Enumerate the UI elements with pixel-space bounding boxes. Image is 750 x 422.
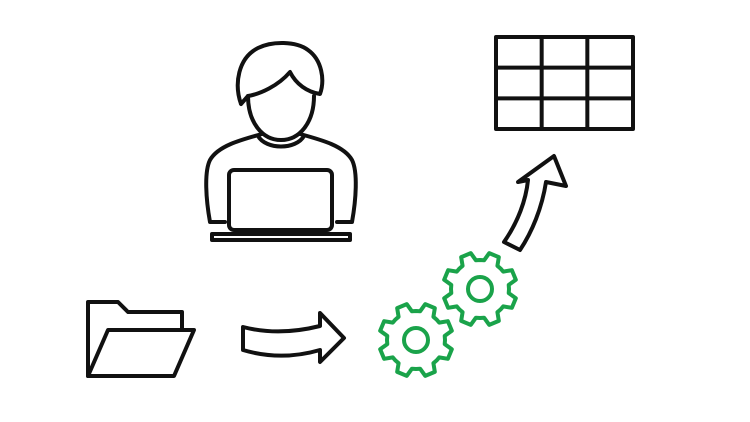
folder-icon [86, 300, 196, 378]
gear-small [442, 251, 518, 327]
laptop-screen [227, 168, 334, 232]
gear-teeth [442, 251, 518, 327]
person-body [204, 132, 264, 224]
gear-hole [466, 275, 494, 303]
folder-back [86, 300, 184, 378]
laptop-base [210, 232, 352, 242]
gear-hole [402, 326, 430, 354]
table-outline [494, 35, 635, 131]
gear-teeth [378, 302, 454, 378]
arrow-right-icon [241, 311, 346, 364]
person-collar [256, 134, 306, 149]
folder-front [86, 328, 196, 378]
person-face [246, 94, 316, 142]
person-with-laptop-icon [204, 41, 358, 242]
gears-icon [378, 251, 518, 378]
arrow-up-shape [502, 154, 568, 252]
person-hair [235, 41, 325, 106]
table-grid-icon [494, 35, 635, 131]
arrow-right-shape [241, 311, 346, 364]
arrow-up-right-icon [502, 154, 568, 252]
person-body-right [298, 132, 358, 224]
gear-large [378, 302, 454, 378]
